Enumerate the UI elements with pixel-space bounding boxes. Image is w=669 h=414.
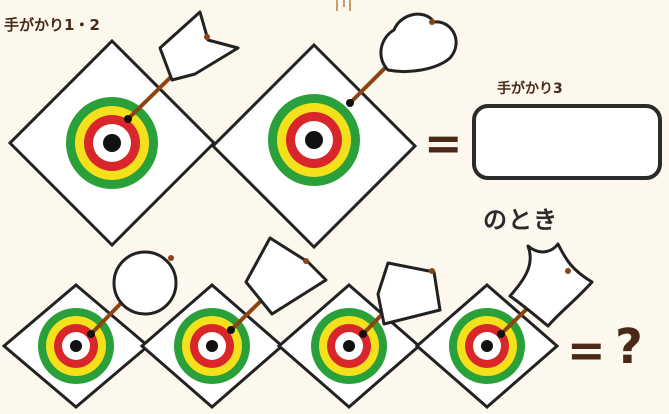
target-rings [268, 94, 360, 186]
equals-sign-bottom: = [567, 323, 606, 377]
hint-3-label: 手がかり3 [497, 78, 563, 98]
top-decoration-icon [337, 0, 350, 11]
clue-target-2 [213, 14, 456, 247]
when-label: のとき [483, 200, 558, 235]
target-rings [66, 97, 158, 189]
dart-tip [124, 115, 132, 123]
dart-tip [87, 330, 95, 338]
dart-tip [227, 326, 235, 334]
circle-flight-icon [114, 252, 176, 314]
dart-tip [346, 99, 354, 107]
dart-tip [497, 330, 505, 338]
equals-sign-top: = [424, 116, 463, 170]
puzzle-target-4 [417, 244, 592, 407]
arrow-flight-icon [160, 12, 238, 80]
heart-flight-icon [381, 14, 456, 71]
puzzle-target-1 [4, 252, 176, 407]
target-rings [174, 308, 250, 384]
answer-box[interactable] [472, 104, 662, 180]
hint-1-2-label: 手がかり1・2 [4, 14, 100, 35]
clue-target-1 [10, 12, 238, 245]
question-mark: ? [615, 319, 643, 375]
dart-tip [359, 330, 367, 338]
